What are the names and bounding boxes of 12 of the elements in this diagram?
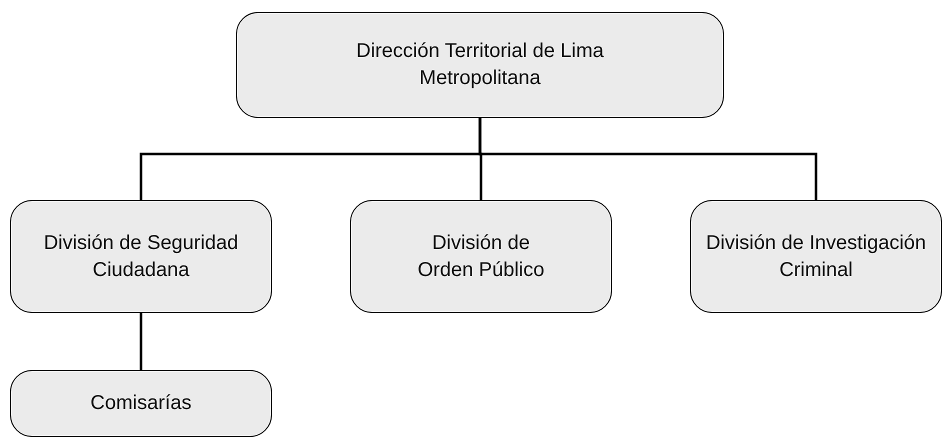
unit-name: Dirección Territorial de Lima Metropolitana bbox=[355, 39, 605, 91]
org-unit-box bbox=[690, 200, 942, 313]
unit-name: División de Seguridad Ciudadana bbox=[42, 230, 240, 282]
connector-line bbox=[478, 118, 818, 200]
connector-line bbox=[140, 313, 142, 370]
org-unit-box bbox=[236, 12, 724, 118]
org-unit-box bbox=[350, 200, 612, 313]
unit-name: División de Investigación Criminal bbox=[704, 230, 928, 282]
org-unit-box bbox=[10, 370, 272, 437]
unit-name: División de Orden Público bbox=[416, 230, 546, 282]
org-unit-box bbox=[10, 200, 272, 313]
unit-name: Comisarías bbox=[90, 391, 192, 416]
